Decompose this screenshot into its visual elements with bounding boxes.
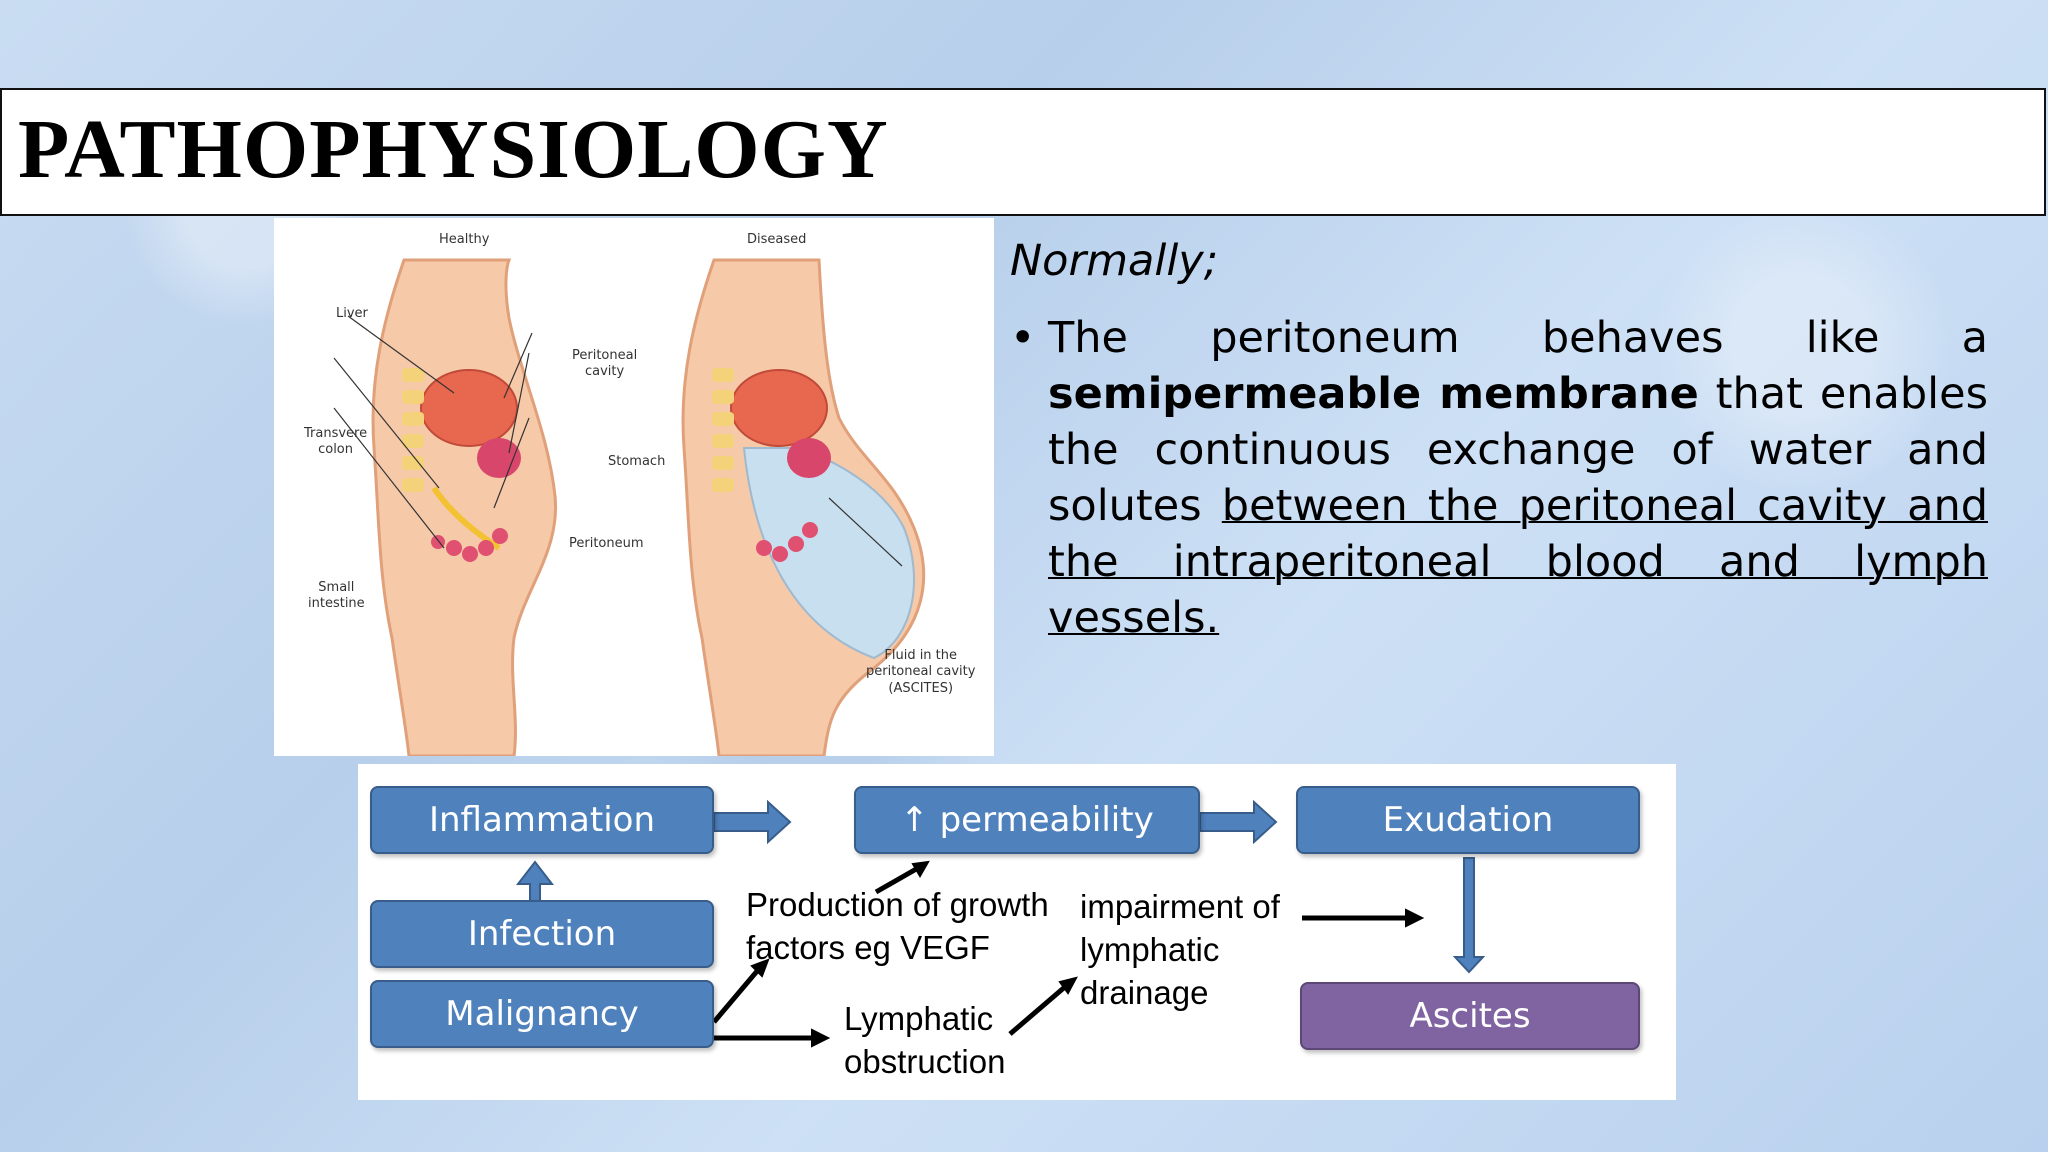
text-part2: that enables the continuous exchange of … <box>1048 368 1988 531</box>
small-intestine-label: Small intestine <box>308 580 365 612</box>
malignancy-box: Malignancy <box>370 980 714 1048</box>
inflammation-box: Inflammation <box>370 786 714 854</box>
growth-factors-note: Production of growth factors eg VEGF <box>746 886 1049 966</box>
peritoneal-cavity-label: Peritoneal cavity <box>572 348 638 380</box>
lymphatic-obstruction-note: Lymphatic obstruction <box>844 1000 1006 1080</box>
bullet-mark: • <box>1010 312 1036 363</box>
peritoneum-label: Peritoneum <box>569 536 644 551</box>
normally-heading: Normally; <box>1010 236 1219 286</box>
slide-title: PATHOPHYSIOLOGY <box>18 103 889 196</box>
abdomen-drawing <box>333 258 926 756</box>
infection-box: Infection <box>370 900 714 968</box>
text-block: Normally; •The peritoneum behaves like a… <box>1010 236 1988 646</box>
healthy-label: Healthy <box>439 232 490 247</box>
bold-term: semipermeable membrane <box>1048 368 1699 419</box>
exudation-box: Exudation <box>1296 786 1640 854</box>
transverse-colon-label: Transvere colon <box>304 426 368 458</box>
diseased-label: Diseased <box>747 232 807 247</box>
liver-label: Liver <box>336 306 368 321</box>
flowchart: Inflammation ↑ permeability Exudation In… <box>358 764 1676 1100</box>
fluid-label: Fluid in the peritoneal cavity (ASCITES) <box>866 648 976 696</box>
permeability-box: ↑ permeability <box>854 786 1200 854</box>
text-part1: The peritoneum behaves like a <box>1048 312 1988 363</box>
stomach-label: Stomach <box>608 454 666 469</box>
underlined-text: between the peritoneal cavity and the in… <box>1048 480 1989 643</box>
title-bar: PATHOPHYSIOLOGY <box>0 88 2046 216</box>
ascites-illustration: Healthy Diseased Liver Peritoneal cavity… <box>274 218 994 756</box>
ascites-box: Ascites <box>1300 982 1640 1050</box>
impairment-note: impairment of lymphatic drainage <box>1080 888 1280 1011</box>
bullet-paragraph: •The peritoneum behaves like a semiperme… <box>1010 310 1988 646</box>
